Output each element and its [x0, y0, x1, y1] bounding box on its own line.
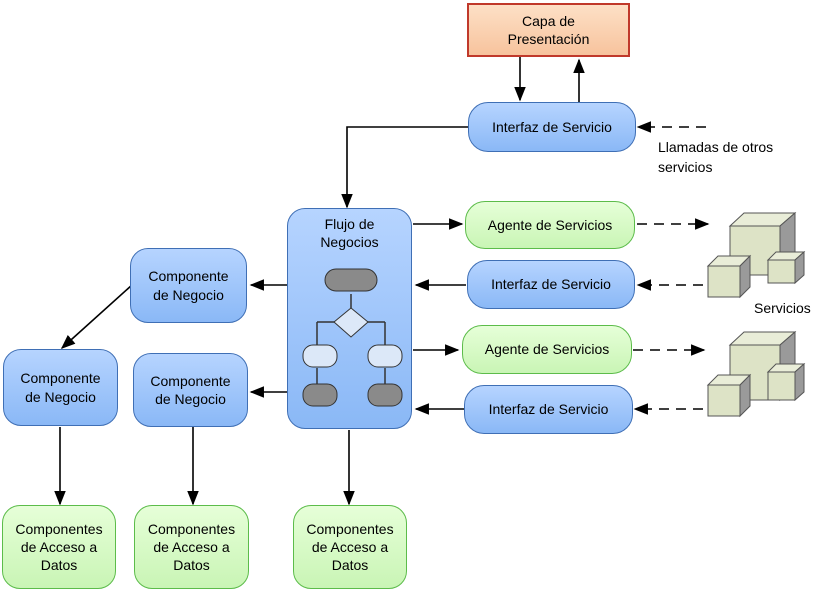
agente-servicios-2: Agente de Servicios: [462, 325, 632, 374]
server-cluster-icon: [706, 330, 806, 418]
flowchart-icon: [302, 268, 403, 407]
componentes-acceso-datos-1: Componentes de Acceso a Datos: [2, 505, 116, 589]
servicios-label: Servicios: [754, 300, 811, 316]
capa-presentacion-box: Capa de Presentación: [467, 3, 630, 57]
arrow-componente-1-to-componente-2: [60, 284, 133, 349]
interfaz-servicio-top: Interfaz de Servicio: [468, 102, 636, 152]
componente-negocio-3: Componente de Negocio: [133, 353, 248, 427]
flujo-negocios-box: Flujo de Negocios: [287, 208, 412, 429]
flujo-negocios-title: Flujo de Negocios: [320, 216, 379, 251]
componente-negocio-2: Componente de Negocio: [3, 349, 118, 426]
llamadas-label: Llamadas de otros servicios: [658, 139, 774, 176]
componentes-acceso-datos-3: Componentes de Acceso a Datos: [293, 505, 407, 589]
arrow-interfaz-to-flujo: [341, 126, 468, 209]
componente-negocio-1: Componente de Negocio: [130, 248, 247, 323]
interfaz-servicio-3: Interfaz de Servicio: [464, 385, 633, 434]
agente-servicios-1: Agente de Servicios: [465, 201, 635, 249]
componentes-acceso-datos-2: Componentes de Acceso a Datos: [134, 505, 249, 589]
connectors: [54, 57, 710, 506]
interfaz-servicio-2: Interfaz de Servicio: [467, 260, 635, 309]
server-cluster-icon: [706, 211, 806, 299]
